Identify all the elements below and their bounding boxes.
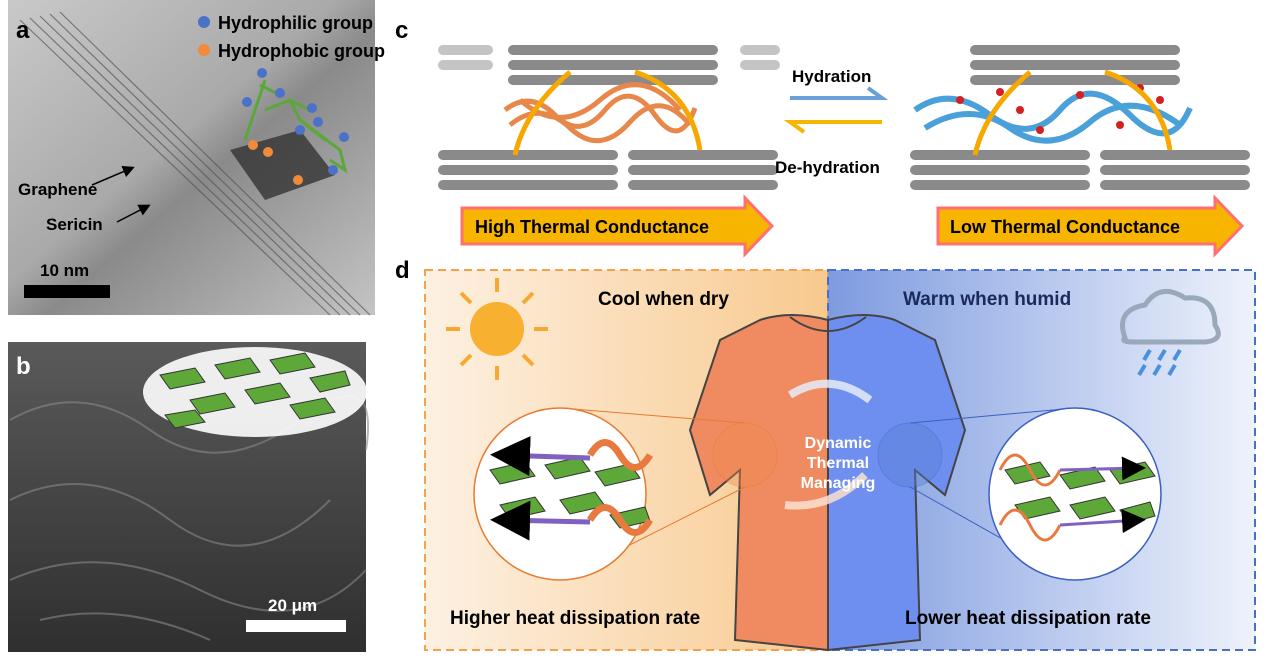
scale-bar-a-label: 10 nm [40,261,89,280]
graphene-sheets-illustration [143,347,367,437]
heat-arrows-right [972,69,1173,156]
thermal-label: Thermal [807,455,869,472]
panel-label-d: d [395,257,410,284]
lower-dissipation-label: Lower heat dissipation rate [905,608,1151,629]
warm-when-humid-label: Warm when humid [903,289,1071,310]
humid-zoom-circle [909,407,1162,581]
graphene-layers [19,11,371,316]
sericin-hydrated-chains [913,90,1193,144]
hydrophilic-dot-icon [198,16,210,28]
managing-label: Managing [801,475,876,492]
sericin-label: Sericin [46,215,103,234]
panel-c: c Hydration De-hydration [395,17,1250,258]
t-shirt-illustration: Dynamic Thermal Managing [688,314,967,652]
panel-d: d Cool when dry Warm when humid Dynamic … [395,257,1256,652]
graphene-stacks-left [438,45,780,190]
sun-icon [446,278,548,380]
cool-when-dry-label: Cool when dry [598,289,729,310]
panel-label-c: c [395,17,408,44]
dehydration-arrow-icon [783,120,882,134]
hydrophobic-dot-icon [198,44,210,56]
heat-arrows-left [512,69,703,156]
high-conductance-label: High Thermal Conductance [475,217,709,237]
hydration-label: Hydration [792,67,871,86]
hydration-arrow-icon [790,86,889,100]
low-conductance-arrow: Low Thermal Conductance [936,194,1245,258]
dry-zoom-circle [473,407,746,581]
high-conductance-arrow: High Thermal Conductance [460,194,775,258]
panel-b: b 20 μm [8,342,370,652]
sericin-dry-chains [503,82,698,144]
water-molecules [956,84,1164,134]
panel-label-a: a [16,17,30,44]
higher-dissipation-label: Higher heat dissipation rate [450,608,700,629]
dynamic-label: Dynamic [805,435,872,452]
dehydration-label: De-hydration [775,158,880,177]
graphene-stacks-right [910,45,1250,190]
low-conductance-label: Low Thermal Conductance [950,217,1180,237]
scale-bar-a [24,285,110,298]
legend-hydrophilic: Hydrophilic group [218,13,373,33]
scale-bar-b-label: 20 μm [268,596,317,615]
legend-hydrophobic: Hydrophobic group [218,41,385,61]
graphene-label: Graphene [18,180,97,199]
panel-a: a Hydrophilic group Hydrophobic group Gr… [8,0,385,316]
graphene-sericin-illustration [230,68,349,200]
scale-bar-b [246,620,346,632]
rain-cloud-icon [1120,288,1221,377]
panel-label-b: b [16,353,31,380]
